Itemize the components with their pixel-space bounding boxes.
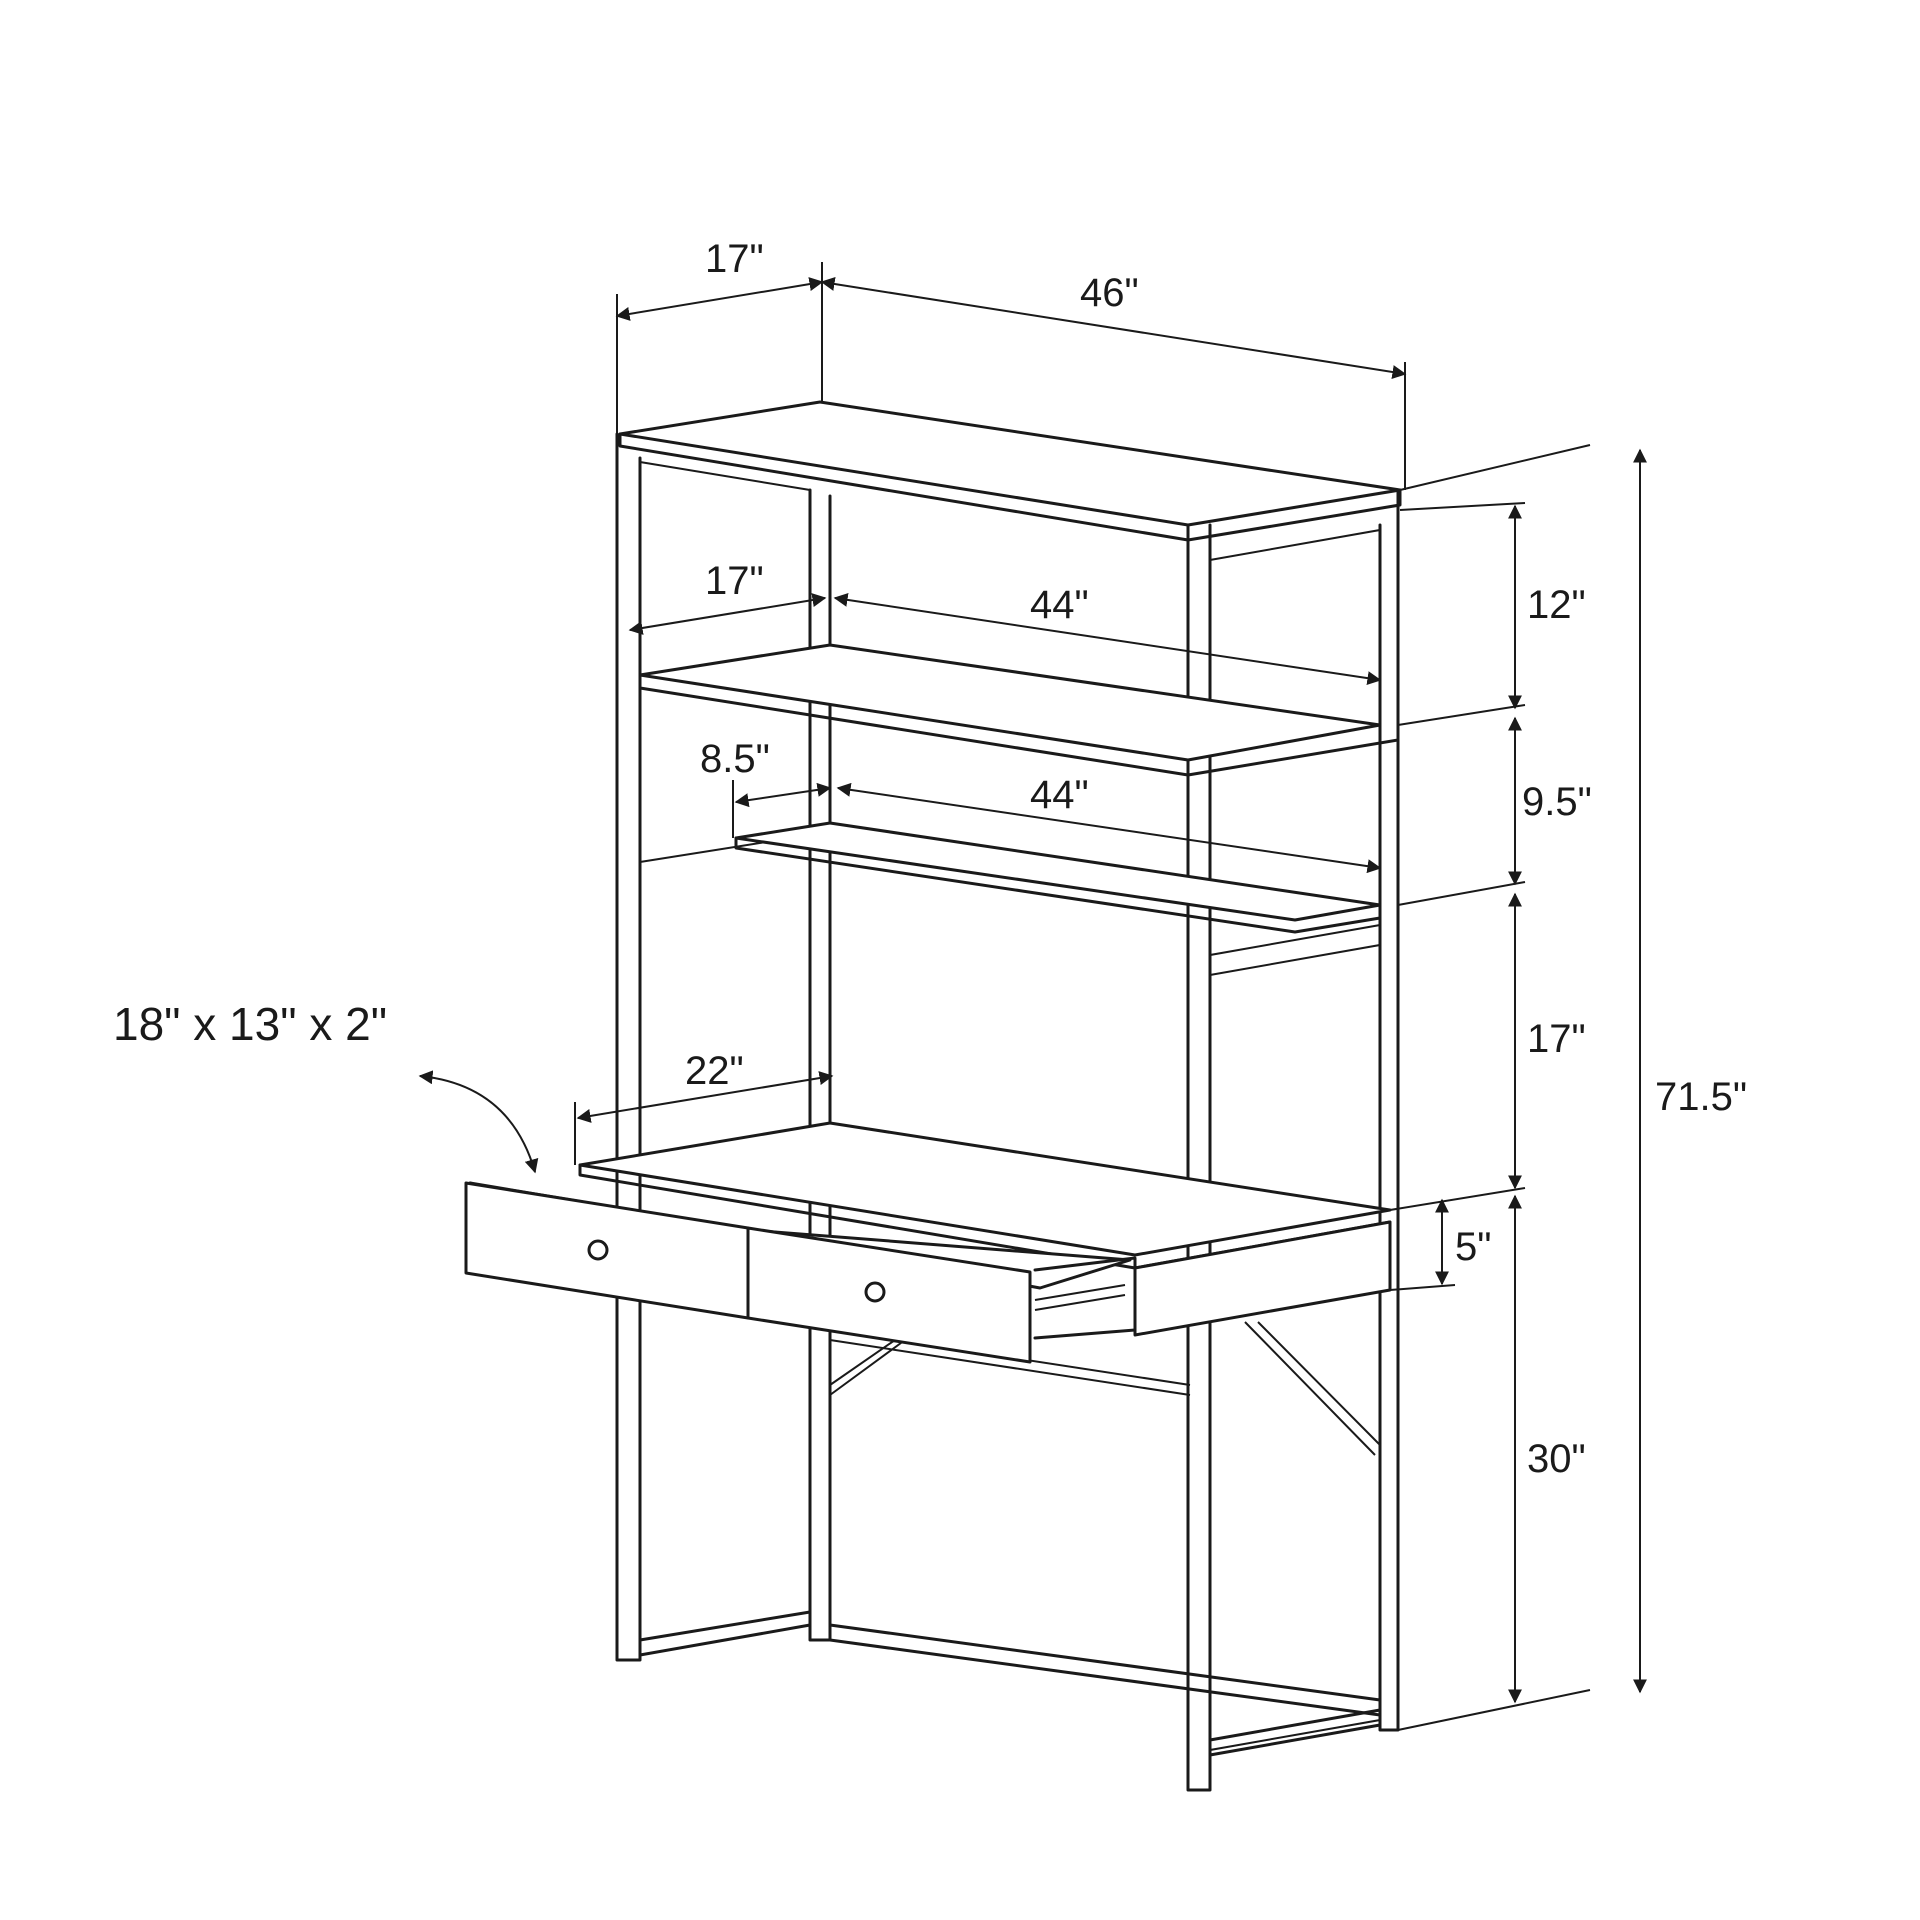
shelf-2 bbox=[734, 821, 1382, 922]
shelf-2-edge bbox=[734, 836, 1382, 934]
dim-shelf1-width bbox=[833, 592, 1382, 686]
label-top-depth: 17" bbox=[705, 237, 764, 281]
left-cross-brace bbox=[829, 1339, 906, 1396]
drawer-left-knob bbox=[587, 1239, 609, 1261]
label-desk-depth: 22" bbox=[685, 1049, 744, 1093]
dim-top-depth bbox=[615, 277, 824, 321]
bottom-right-rail bbox=[1208, 1708, 1382, 1757]
label-gap-top: 12" bbox=[1527, 583, 1586, 627]
drawer-side bbox=[1033, 1256, 1137, 1340]
label-drawer-size: 18" x 13" x 2" bbox=[113, 998, 387, 1050]
bottom-left-rail bbox=[638, 1610, 812, 1657]
label-apron-height: 5" bbox=[1455, 1225, 1491, 1269]
label-shelf2-width: 44" bbox=[1030, 773, 1089, 817]
furniture-frame bbox=[578, 400, 1402, 1792]
dim-shelf2-depth bbox=[734, 782, 832, 808]
drawer-right-knob bbox=[864, 1281, 886, 1303]
right-cross-brace bbox=[1244, 1321, 1381, 1456]
top-panel bbox=[618, 400, 1402, 527]
back-right-post bbox=[1378, 490, 1400, 1732]
drawer-callout-arrow bbox=[418, 1070, 539, 1174]
label-shelf2-depth: 8.5" bbox=[700, 737, 770, 781]
drawer-slide bbox=[1034, 1284, 1126, 1311]
label-shelf1-depth: 17" bbox=[705, 559, 764, 603]
label-shelf1-width: 44" bbox=[1030, 583, 1089, 627]
right-lower-frame bbox=[1209, 943, 1381, 1752]
label-top-width: 46" bbox=[1080, 271, 1139, 315]
dim-desk-depth bbox=[576, 1071, 834, 1123]
ext-right-desk bbox=[1389, 1187, 1526, 1211]
dimension-labels: 17" 46" 17" 44" 8.5" 44" 22" 18" x 13" x… bbox=[113, 237, 1747, 1481]
ext-right-apron bbox=[1389, 1284, 1456, 1291]
label-gap-middle: 9.5" bbox=[1522, 780, 1592, 824]
shelf-1 bbox=[638, 643, 1382, 762]
dim-shelf1-depth bbox=[628, 593, 827, 635]
drawers bbox=[464, 1181, 1137, 1364]
back-left-post bbox=[615, 432, 642, 1662]
ext-right-shelf2 bbox=[1397, 881, 1526, 906]
bottom-back-rail bbox=[828, 1623, 1382, 1717]
dim-top-width bbox=[820, 277, 1407, 379]
label-desk-height: 30" bbox=[1527, 1437, 1586, 1481]
label-total-height: 71.5" bbox=[1655, 1075, 1747, 1119]
dim-shelf2-width bbox=[836, 782, 1382, 874]
drawer-right-front bbox=[746, 1226, 1032, 1364]
top-panel-edge bbox=[618, 432, 1402, 542]
ext-right-top bbox=[1399, 444, 1591, 491]
back-middle-post bbox=[808, 488, 832, 1642]
shelf-1-edge bbox=[638, 673, 1400, 777]
dimension-lines bbox=[418, 262, 1647, 1731]
ext-right-top-inner bbox=[1399, 502, 1526, 511]
ext-right-floor bbox=[1397, 1689, 1591, 1731]
ext-right-shelf1 bbox=[1397, 704, 1526, 726]
label-gap-desk: 17" bbox=[1527, 1017, 1586, 1061]
